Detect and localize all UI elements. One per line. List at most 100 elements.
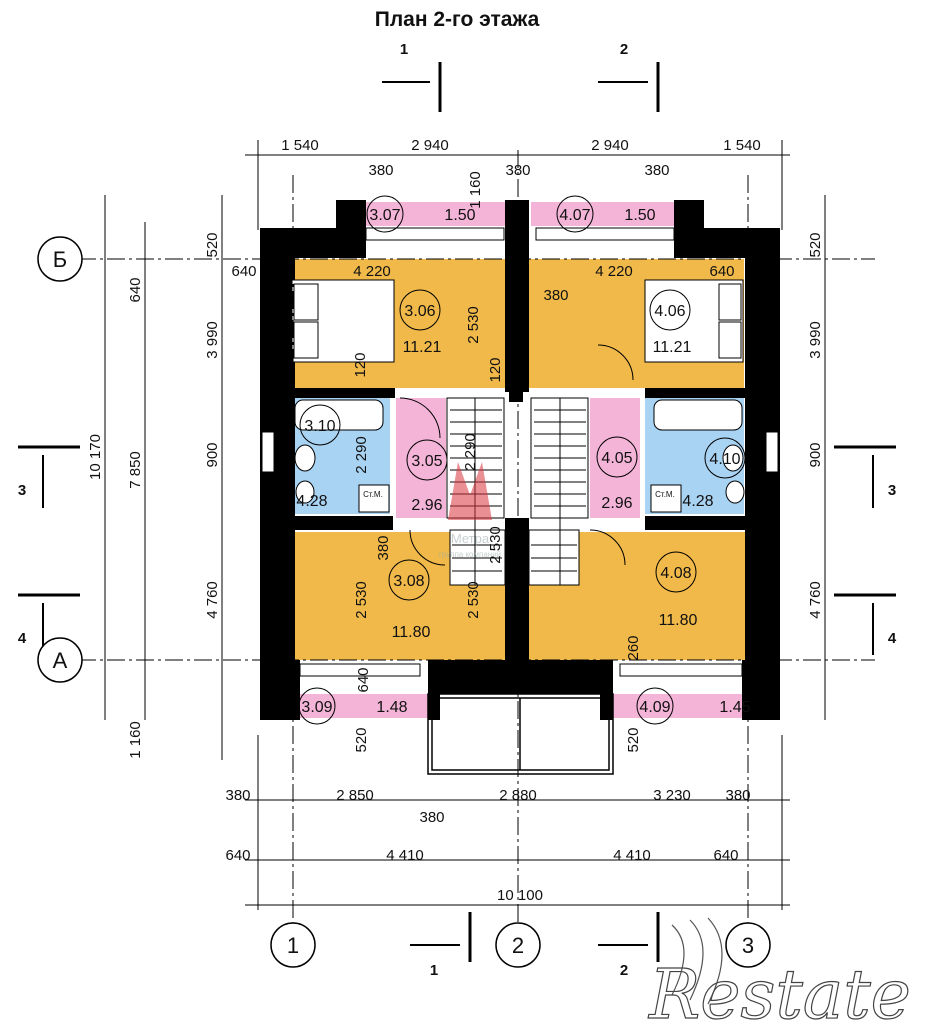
dim-text: 3 990: [807, 321, 824, 359]
dim-text: 1 160: [127, 721, 144, 759]
dim-text: 900: [807, 442, 824, 467]
room-area: 4.28: [296, 493, 327, 510]
room-tag-circles: [298, 195, 746, 725]
dim-text: 1 160: [467, 171, 484, 209]
section-markers: [18, 62, 896, 962]
room-id: 3.08: [393, 573, 424, 590]
dims-bottom: 380 2 850 2 880 3 230 380 640 4 410 4 41…: [225, 787, 750, 904]
room-id: 3.09: [301, 699, 332, 716]
dim-text: 10 100: [497, 887, 543, 904]
dim-text: 3 230: [653, 787, 691, 804]
watermark-text: Restate: [647, 956, 911, 1024]
dim-text: 4 410: [386, 847, 424, 864]
balcony-4-07: [531, 202, 683, 226]
wc-label: Ст.М.: [363, 490, 383, 499]
axis-col-2: 2: [512, 933, 524, 958]
dim-text: 380: [543, 287, 568, 304]
room-4-05: [590, 398, 640, 518]
dim-text: 120: [352, 352, 369, 377]
dim-text: 2 850: [336, 787, 374, 804]
dim-text: 2 530: [465, 306, 482, 344]
walls: [260, 200, 780, 720]
logo-text: Метра: [451, 531, 490, 546]
dim-text: 4 220: [353, 263, 391, 280]
room-id: 4.08: [660, 565, 691, 582]
section-label-4-left: 4: [18, 630, 27, 647]
axis-col-1: 1: [287, 933, 299, 958]
dim-text: 380: [725, 787, 750, 804]
axis-col-3: 3: [742, 933, 754, 958]
dim-text: 380: [368, 162, 393, 179]
dim-text: 2 290: [462, 433, 479, 471]
dim-text: 2 530: [487, 526, 504, 564]
room-id: 4.09: [639, 699, 670, 716]
dims-top: 1 540 2 940 2 940 1 540 1 160 380 380 38…: [281, 137, 761, 209]
room-area: 4.28: [682, 493, 713, 510]
dim-text: 640: [231, 263, 256, 280]
room-area: 11.80: [392, 624, 431, 641]
room-area: 11.21: [403, 339, 442, 356]
room-area: 11.80: [659, 612, 698, 629]
room-area: 1.45: [719, 699, 750, 716]
dim-text: 2 290: [353, 436, 370, 474]
metra-logo: Метра группа компаний: [439, 462, 501, 559]
dim-text: 380: [225, 787, 250, 804]
restate-watermark: Restate: [647, 917, 911, 1024]
dim-text: 520: [807, 232, 824, 257]
room-id: 3.10: [304, 418, 335, 435]
section-label-3-left: 3: [18, 482, 26, 499]
dim-text: 640: [709, 263, 734, 280]
dim-text: 640: [355, 667, 372, 692]
dim-text: 380: [644, 162, 669, 179]
logo-sub: группа компаний: [439, 550, 501, 559]
dim-text: 900: [204, 442, 221, 467]
room-id: 4.10: [709, 451, 740, 468]
dim-text: 520: [625, 727, 642, 752]
section-label-2-top: 2: [620, 41, 628, 58]
dim-text: 380: [375, 535, 392, 560]
dim-text: 640: [225, 847, 250, 864]
dim-text: 1 540: [723, 137, 761, 154]
section-label-3-right: 3: [888, 482, 896, 499]
axis-bubbles: [37, 236, 771, 968]
room-area: 2.96: [601, 495, 632, 512]
room-id: 3.05: [411, 453, 442, 470]
dim-text: 380: [505, 162, 530, 179]
dims-left: 10 170 7 850 640 3 990 900 4 760 1 160 5…: [87, 232, 257, 758]
dim-text: 3 990: [204, 321, 221, 359]
dim-text: 380: [419, 809, 444, 826]
room-area: 1.48: [376, 699, 407, 716]
room-3-05: [396, 398, 446, 518]
room-id: 3.07: [369, 207, 400, 224]
dim-text: 4 760: [204, 581, 221, 619]
dim-text: 4 760: [807, 581, 824, 619]
room-area: 11.21: [653, 339, 692, 356]
room-id: 4.06: [654, 303, 685, 320]
dim-text: 640: [127, 277, 144, 302]
dim-text: 4 410: [613, 847, 651, 864]
dim-text: 1 540: [281, 137, 319, 154]
dim-text: 640: [713, 847, 738, 864]
room-labels: 3.06 11.21 4.06 11.21 3.07 1.50 4.07 1.5…: [296, 207, 750, 716]
dim-text: 2 530: [353, 581, 370, 619]
axis-row-b: Б: [53, 247, 67, 272]
dim-text: 2 880: [499, 787, 537, 804]
wc-label: Ст.М.: [655, 490, 675, 499]
dim-text: 4 220: [595, 263, 633, 280]
dim-text: 120: [487, 357, 504, 382]
doors: [399, 344, 634, 566]
room-id: 4.05: [601, 450, 632, 467]
balcony-3-09: [282, 694, 428, 718]
dim-text: 2 940: [591, 137, 629, 154]
dim-text: 10 170: [87, 434, 104, 480]
section-label-4-right: 4: [888, 630, 897, 647]
page-title: План 2-го этажа: [374, 8, 540, 31]
bath-4-10: [653, 399, 743, 431]
room-area: 2.96: [411, 497, 442, 514]
dims-right: 520 3 990 900 4 760: [807, 232, 824, 618]
room-area: 1.50: [444, 207, 475, 224]
dim-text: 520: [353, 727, 370, 752]
section-label-2-bottom: 2: [620, 962, 628, 979]
dimension-lines: [104, 140, 826, 910]
